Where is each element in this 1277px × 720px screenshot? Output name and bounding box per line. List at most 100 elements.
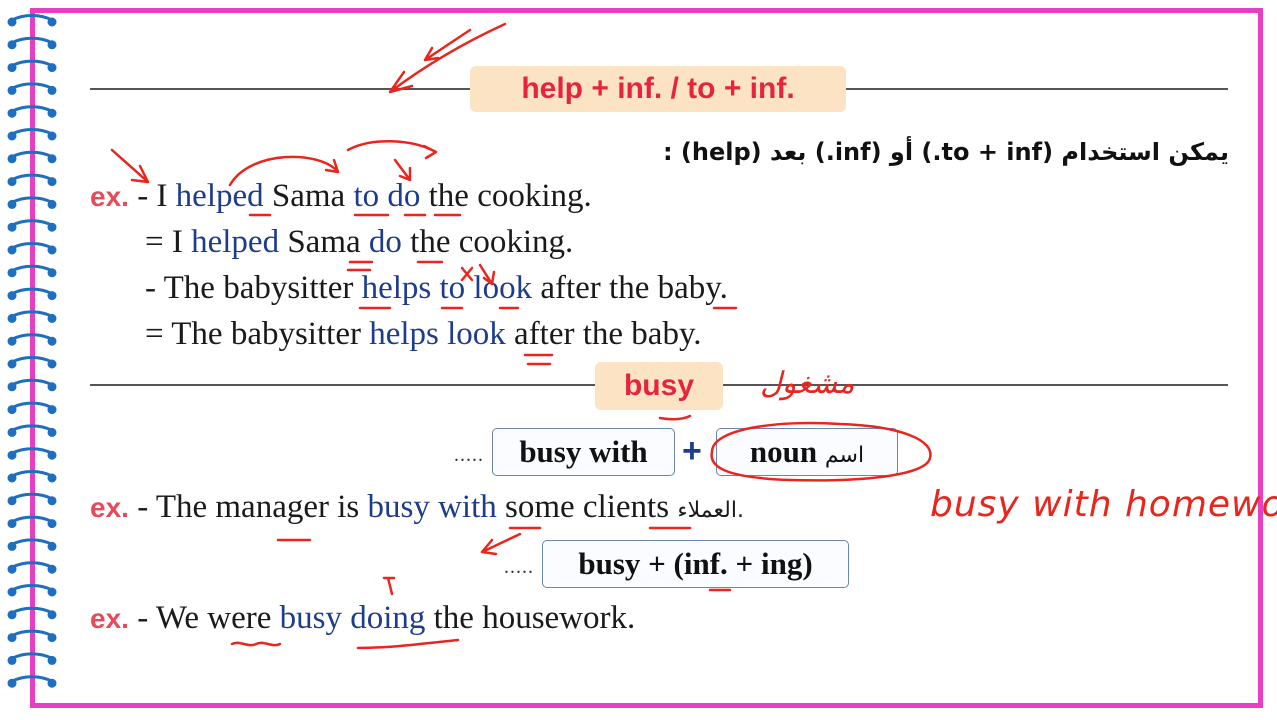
example-help-4: = The babysitter helps look after the ba… (145, 316, 702, 353)
spiral-hole (7, 268, 17, 278)
spiral-ring (11, 378, 53, 387)
spiral-hole (47, 63, 57, 73)
formula-busy-with: busy with (492, 428, 675, 476)
spiral-hole (7, 177, 17, 187)
spiral-hole (7, 17, 17, 27)
spiral-hole (7, 655, 17, 665)
spiral-hole (47, 610, 57, 620)
spiral-hole (47, 268, 57, 278)
verb-highlight: helps (361, 270, 432, 306)
spiral-hole (47, 564, 57, 574)
spiral-hole (47, 222, 57, 232)
noun-arabic: اسم (824, 443, 865, 468)
spiral-ring (11, 629, 53, 637)
arabic-note: يمكن استخدام (to + inf.) أو (inf.) بعد (… (662, 138, 1229, 166)
spiral-hole (7, 85, 17, 95)
example-text: = The babysitter (145, 316, 361, 352)
spiral-hole (7, 222, 17, 232)
heading-busy: busy (595, 362, 723, 410)
busy-doing-highlight: busy doing (279, 600, 426, 636)
spiral-ring (11, 470, 53, 478)
spiral-ring (11, 36, 53, 45)
spiral-hole (7, 587, 17, 597)
spiral-hole (7, 154, 17, 164)
spiral-ring (11, 584, 53, 592)
example-text: after the baby. (540, 270, 728, 306)
ex-label: ex. (90, 603, 129, 634)
spiral-hole (47, 199, 57, 209)
spiral-hole (47, 291, 57, 301)
spiral-ring (11, 606, 53, 615)
ex-label: ex. (90, 181, 129, 212)
example-help-2: = I helped Sama do the cooking. (145, 224, 573, 261)
spiral-hole (7, 63, 17, 73)
spiral-ring (11, 356, 53, 364)
example-busy-doing: ex. - We were busy doing the housework. (90, 600, 635, 637)
spiral-hole (7, 633, 17, 643)
notebook-spiral-binding (7, 14, 57, 688)
spiral-hole (47, 496, 57, 506)
example-text: - We were (137, 600, 272, 636)
formula-noun: noun اسم (716, 428, 898, 476)
spiral-hole (47, 541, 57, 551)
spiral-hole (7, 108, 17, 118)
handwritten-note: busy with homework (930, 484, 1277, 525)
example-text: Sama (271, 178, 346, 214)
spiral-ring (11, 14, 53, 22)
formula-busy-ing: busy + (inf. + ing) (542, 540, 849, 588)
spiral-hole (7, 336, 17, 346)
spiral-hole (7, 382, 17, 392)
spiral-hole (7, 199, 17, 209)
example-text: the housework. (433, 600, 636, 636)
spiral-hole (47, 108, 57, 118)
spiral-hole (47, 177, 57, 187)
example-text: the cooking. (410, 224, 574, 260)
spiral-ring (11, 333, 53, 341)
spiral-hole (47, 405, 57, 415)
noun-label: noun (749, 434, 818, 469)
spiral-ring (11, 128, 53, 136)
spiral-hole (7, 405, 17, 415)
plus-sign: + (682, 432, 702, 470)
spiral-hole (47, 245, 57, 255)
infinitive-highlight: do (368, 224, 402, 260)
spiral-hole (7, 519, 17, 529)
example-text: the cooking. (428, 178, 592, 214)
spiral-hole (7, 610, 17, 620)
spiral-ring (11, 59, 53, 67)
example-text: - The babysitter (145, 270, 354, 306)
verb-highlight: helps (369, 316, 439, 352)
spiral-hole (47, 17, 57, 27)
spiral-hole (47, 131, 57, 141)
example-text: - The manager is (137, 489, 360, 525)
spiral-ring (11, 652, 53, 660)
spiral-ring (11, 219, 53, 227)
spiral-hole (7, 473, 17, 483)
spiral-hole (7, 291, 17, 301)
example-text: some clients (505, 489, 670, 525)
dots: ..... (504, 556, 534, 578)
heading-help-inf: help + inf. / to + inf. (470, 66, 846, 112)
spiral-ring (11, 196, 53, 204)
spiral-hole (7, 541, 17, 551)
spiral-ring (11, 675, 53, 683)
arabic-clients: العملاء. (677, 498, 744, 523)
example-text: - I (137, 178, 168, 214)
handwritten-arabic-busy: مشغول (760, 366, 855, 401)
spiral-ring (11, 424, 53, 432)
spiral-ring (11, 242, 53, 250)
spiral-ring (11, 82, 53, 90)
spiral-hole (47, 40, 57, 50)
spiral-hole (7, 359, 17, 369)
spiral-hole (7, 40, 17, 50)
verb-highlight: helped (175, 178, 264, 214)
spiral-hole (47, 450, 57, 460)
verb-highlight: helped (191, 224, 280, 260)
spiral-ring (11, 447, 53, 455)
spiral-hole (47, 313, 57, 323)
spiral-hole (47, 587, 57, 597)
example-text: Sama (287, 224, 361, 260)
spiral-hole (7, 131, 17, 141)
example-text: = I (145, 224, 183, 260)
infinitive-highlight: to look (439, 270, 533, 306)
